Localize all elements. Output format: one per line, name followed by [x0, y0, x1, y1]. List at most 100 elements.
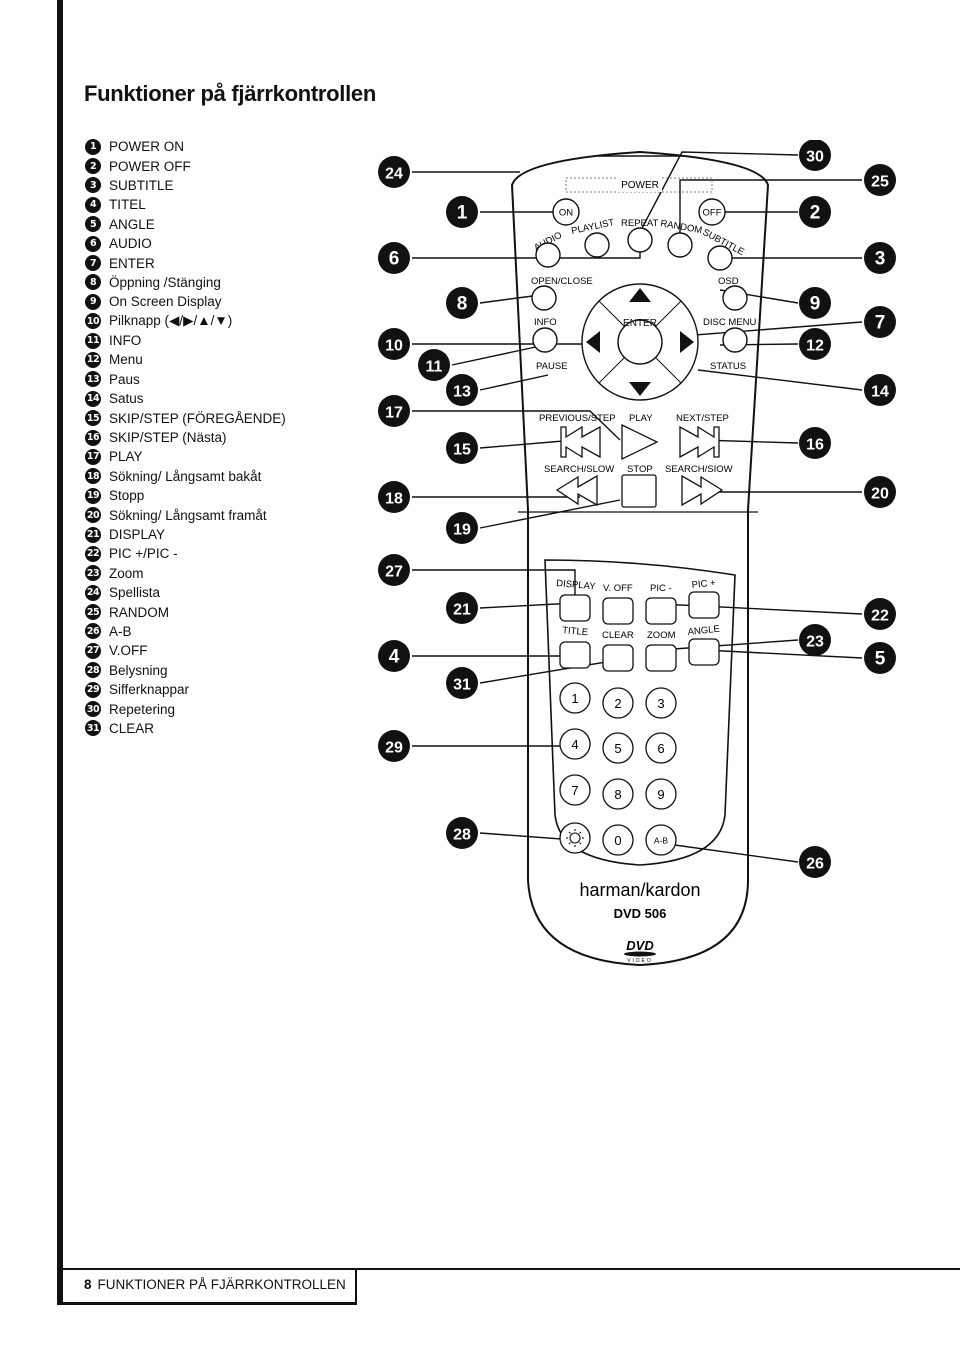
osd-button[interactable]	[722, 285, 748, 311]
zoom-label: ZOOM	[647, 630, 676, 641]
digit-2-label: 2	[614, 696, 621, 711]
search-slow-forward-button[interactable]	[681, 474, 724, 507]
random-button[interactable]	[667, 232, 693, 258]
legend-item: 9 On Screen Display	[85, 292, 286, 311]
number-bullet: 31	[85, 720, 101, 737]
callout-1: 1	[446, 196, 478, 228]
previous-step-button[interactable]	[560, 425, 601, 459]
play-button[interactable]	[621, 423, 659, 461]
repeat-label: REPEAT	[621, 218, 659, 229]
open-close-button[interactable]	[531, 285, 557, 311]
callout-29: 29	[378, 730, 410, 762]
callout-4: 4	[378, 640, 410, 672]
page-footer: 8 FUNKTIONER PÅ FJÄRRKONTROLLEN	[84, 1277, 346, 1292]
subtitle-button[interactable]	[707, 245, 733, 271]
pic-plus-button[interactable]	[688, 591, 720, 619]
svg-text:16: 16	[806, 437, 824, 454]
power-on-button[interactable]	[552, 198, 580, 226]
callout-markers: 2461017182742918111315192131283029121623…	[378, 140, 896, 878]
number-bullet: 18	[85, 468, 101, 485]
digit-3-button[interactable]	[645, 687, 677, 719]
number-bullet: 9	[85, 293, 101, 310]
number-bullet: 10	[85, 313, 101, 330]
number-bullet: 11	[85, 332, 101, 349]
svg-text:18: 18	[385, 491, 403, 508]
search-slow-back-button[interactable]	[555, 474, 598, 507]
playlist-button[interactable]	[584, 232, 610, 258]
a-b-button[interactable]	[645, 824, 677, 856]
digit-1-button[interactable]	[559, 682, 591, 714]
callout-14: 14	[864, 374, 896, 406]
svg-text:27: 27	[385, 564, 403, 581]
clear-label: CLEAR	[602, 630, 634, 641]
legend-label: TITEL	[109, 197, 146, 213]
digit-7-button[interactable]	[559, 774, 591, 806]
repeat-button[interactable]	[627, 227, 653, 253]
callout-2: 2	[799, 196, 831, 228]
arrow-left-icon[interactable]	[586, 331, 600, 353]
backlight-button[interactable]	[559, 822, 591, 854]
info-button[interactable]	[532, 327, 558, 353]
svg-text:14: 14	[871, 384, 889, 401]
zoom-button[interactable]	[645, 644, 677, 672]
page-number: 8	[84, 1277, 92, 1292]
audio-button[interactable]	[535, 242, 561, 268]
digit-5-button[interactable]	[602, 732, 634, 764]
svg-text:9: 9	[810, 294, 821, 315]
footer-rule	[57, 1268, 960, 1270]
title-button[interactable]	[559, 641, 591, 669]
display-button[interactable]	[559, 594, 591, 622]
on-label: ON	[559, 208, 573, 219]
callout-12: 12	[799, 328, 831, 360]
next-step-button[interactable]	[679, 425, 720, 459]
svg-text:23: 23	[806, 634, 824, 651]
digit-6-button[interactable]	[645, 732, 677, 764]
enter-button[interactable]	[617, 319, 663, 365]
callout-24: 24	[378, 156, 410, 188]
number-bullet: 25	[85, 604, 101, 621]
legend-label: Satus	[109, 391, 144, 407]
stop-button[interactable]	[621, 474, 657, 508]
callout-17: 17	[378, 395, 410, 427]
legend-label: On Screen Display	[109, 294, 222, 310]
callout-11: 11	[418, 349, 450, 381]
arrow-down-icon[interactable]	[629, 382, 651, 396]
digit-9-button[interactable]	[645, 778, 677, 810]
digit-4-label: 4	[571, 737, 578, 752]
callout-3: 3	[864, 242, 896, 274]
pic-minus-button[interactable]	[645, 597, 677, 625]
footer-section-title: FUNKTIONER PÅ FJÄRRKONTROLLEN	[97, 1277, 346, 1292]
svg-text:19: 19	[453, 522, 471, 539]
number-bullet: 14	[85, 390, 101, 407]
legend-label: AUDIO	[109, 236, 152, 252]
callout-10: 10	[378, 328, 410, 360]
digit-0-button[interactable]	[602, 824, 634, 856]
number-bullet: 28	[85, 662, 101, 679]
legend-label: INFO	[109, 333, 142, 349]
digit-2-button[interactable]	[602, 687, 634, 719]
power-off-button[interactable]	[698, 198, 726, 226]
svg-text:15: 15	[453, 442, 471, 459]
disc-menu-button[interactable]	[722, 327, 748, 353]
svg-text:12: 12	[806, 338, 824, 355]
digit-4-button[interactable]	[559, 728, 591, 760]
angle-label: ANGLE	[687, 624, 720, 638]
arrow-right-icon[interactable]	[680, 331, 694, 353]
angle-button[interactable]	[688, 638, 720, 666]
callout-13: 13	[446, 374, 478, 406]
svg-text:21: 21	[453, 602, 471, 619]
digit-0-label: 0	[614, 833, 621, 848]
clear-button[interactable]	[602, 644, 634, 672]
legend-label: Pilknapp (◀/▶/▲/▼)	[109, 313, 233, 329]
svg-text:8: 8	[457, 294, 468, 315]
number-bullet: 2	[85, 158, 101, 175]
callout-20: 20	[864, 476, 896, 508]
v-off-button[interactable]	[602, 597, 634, 625]
digit-8-button[interactable]	[602, 778, 634, 810]
arrow-up-icon[interactable]	[629, 288, 651, 302]
